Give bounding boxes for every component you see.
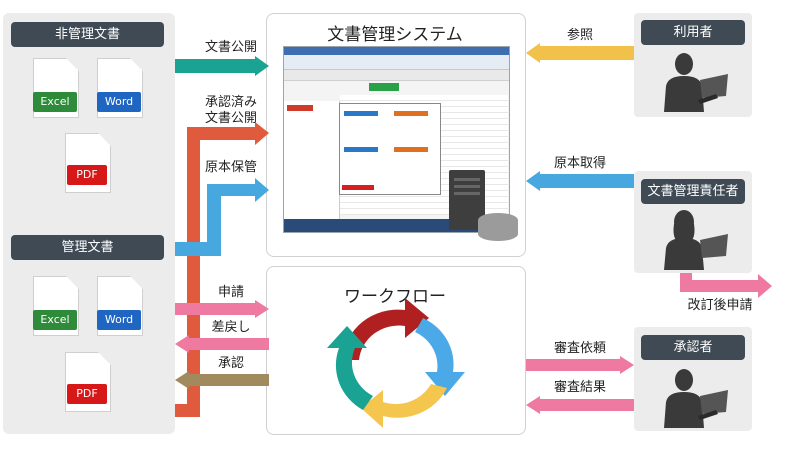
approver-label: 承認者 xyxy=(641,335,745,360)
approved-publish-line1: 承認済み xyxy=(204,95,257,110)
businessman-icon xyxy=(664,53,728,112)
approved-publish-label: 承認済み 文書公開 xyxy=(196,95,266,127)
apply-arrow xyxy=(175,300,269,318)
excel-badge: Excel xyxy=(33,92,77,112)
reference-label: 参照 xyxy=(566,28,593,43)
excel-file-icon: Excel xyxy=(33,58,79,118)
unmanaged-docs-label: 非管理文書 xyxy=(11,22,164,47)
publish-arrow xyxy=(175,56,269,76)
pdf-file-icon: PDF xyxy=(65,133,111,193)
get-original-arrow xyxy=(526,171,634,191)
managed-docs-label: 管理文書 xyxy=(11,235,164,260)
reference-arrow xyxy=(526,43,634,63)
businessman-icon xyxy=(664,369,728,428)
doc-manager-label: 文書管理責任者 xyxy=(641,179,745,204)
review-request-arrow xyxy=(526,356,634,374)
pdf-badge: PDF xyxy=(67,165,107,185)
word-badge: Word xyxy=(97,92,141,112)
workflow-title: ワークフロー xyxy=(344,287,446,307)
workflow-cycle-icon xyxy=(327,298,465,428)
review-result-label: 審査結果 xyxy=(553,380,606,395)
approve-label: 承認 xyxy=(217,356,244,371)
revise-apply-arrow xyxy=(680,260,772,298)
publish-label: 文書公開 xyxy=(204,40,257,55)
review-result-arrow xyxy=(526,396,634,414)
original-storage-label: 原本保管 xyxy=(204,160,257,175)
database-icon xyxy=(478,213,518,241)
return-arrow xyxy=(175,335,269,353)
word-file-icon: Word xyxy=(97,276,143,336)
approved-publish-line2: 文書公開 xyxy=(204,111,257,126)
word-file-icon: Word xyxy=(97,58,143,118)
return-label: 差戻し xyxy=(211,320,251,335)
original-storage-arrow xyxy=(175,178,269,256)
get-original-label: 原本取得 xyxy=(553,156,606,171)
excel-badge: Excel xyxy=(33,310,77,330)
businesswoman-icon xyxy=(664,210,728,270)
review-request-label: 審査依頼 xyxy=(553,341,606,356)
system-title: 文書管理システム xyxy=(327,25,463,45)
pdf-file-icon: PDF xyxy=(65,352,111,412)
word-badge: Word xyxy=(97,310,141,330)
user-label: 利用者 xyxy=(641,20,745,45)
revise-apply-label: 改訂後申請 xyxy=(687,298,753,313)
pdf-badge: PDF xyxy=(67,384,107,404)
approve-arrow xyxy=(175,371,269,389)
apply-label: 申請 xyxy=(217,285,244,300)
excel-file-icon: Excel xyxy=(33,276,79,336)
